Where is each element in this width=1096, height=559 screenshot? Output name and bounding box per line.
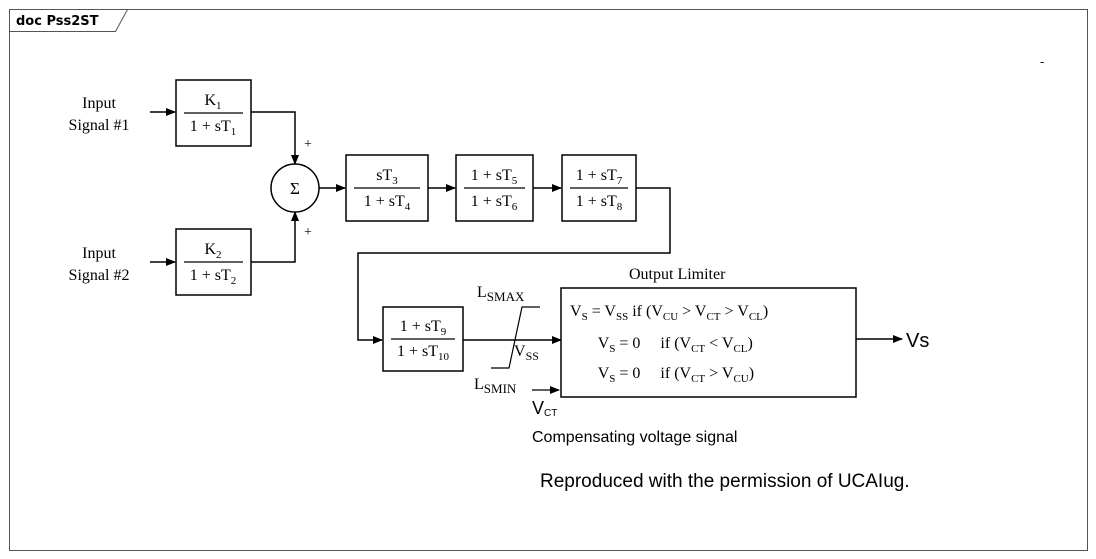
block-gain-k1: K1 1 + sT1 xyxy=(175,79,252,147)
permission-note: Reproduced with the permission of UCAIug… xyxy=(540,471,910,492)
svg-text:1 + sT4: 1 + sT4 xyxy=(364,193,411,213)
lsmin-label: LSMIN xyxy=(474,376,517,396)
vss-label: VSS xyxy=(514,343,539,363)
svg-text:K2: K2 xyxy=(204,241,221,261)
svg-text:K1: K1 xyxy=(204,92,221,112)
svg-text:1 + sT9: 1 + sT9 xyxy=(400,318,447,338)
frame-title-tab xyxy=(9,9,128,32)
lsmax-label: LSMAX xyxy=(477,284,525,304)
limiter-rule-1: VS = VSS if (VCU > VCT > VCL) xyxy=(570,303,768,323)
svg-text:1 + sT7: 1 + sT7 xyxy=(576,167,623,187)
compensating-voltage-note: Compensating voltage signal xyxy=(532,429,737,446)
input-signal-2-label-2: Signal #2 xyxy=(69,267,130,284)
svg-text:1 + sT2: 1 + sT2 xyxy=(190,267,237,287)
limiter-symbol xyxy=(491,306,540,369)
summer-plus-bottom: + xyxy=(304,225,312,240)
diagram-frame xyxy=(9,9,1088,551)
svg-text:1 + sT6: 1 + sT6 xyxy=(471,193,518,213)
input-signal-2-label: Input xyxy=(82,245,116,262)
output-label: Vs xyxy=(906,330,929,352)
frame-marker: - xyxy=(1040,55,1044,69)
svg-text:sT3: sT3 xyxy=(376,167,398,187)
block-gain-k2: K2 1 + sT2 xyxy=(175,228,252,296)
output-limiter-box: VS = VSS if (VCU > VCT > VCL) VS = 0 if … xyxy=(560,287,857,398)
input-signal-1-label: Input xyxy=(82,95,116,112)
limiter-rule-2: VS = 0 if (VCT < VCL) xyxy=(570,335,773,355)
svg-text:Σ: Σ xyxy=(290,179,300,198)
block-washout-t3-t4: sT3 1 + sT4 xyxy=(345,154,429,222)
output-limiter-title: Output Limiter xyxy=(629,266,726,283)
connector-b2-summer xyxy=(251,211,299,263)
summer-plus-top: + xyxy=(304,137,312,152)
svg-text:1 + sT1: 1 + sT1 xyxy=(190,118,237,138)
summing-junction: Σ xyxy=(270,163,320,213)
svg-text:1 + sT8: 1 + sT8 xyxy=(576,193,623,213)
block-leadlag-t5-t6: 1 + sT5 1 + sT6 xyxy=(455,154,534,222)
connector-b5-b6 xyxy=(357,187,671,344)
frame-title: doc Pss2ST xyxy=(16,14,99,29)
limiter-rule-3: VS = 0 if (VCT > VCU) xyxy=(570,365,774,385)
connector-b1-summer xyxy=(251,111,299,165)
svg-text:1 + sT10: 1 + sT10 xyxy=(397,343,450,363)
block-leadlag-t7-t8: 1 + sT7 1 + sT8 xyxy=(561,154,637,222)
vct-label: VCT xyxy=(532,398,557,419)
block-leadlag-t9-t10: 1 + sT9 1 + sT10 xyxy=(382,306,464,372)
input-signal-1-label-2: Signal #1 xyxy=(69,117,130,134)
svg-text:1 + sT5: 1 + sT5 xyxy=(471,167,518,187)
